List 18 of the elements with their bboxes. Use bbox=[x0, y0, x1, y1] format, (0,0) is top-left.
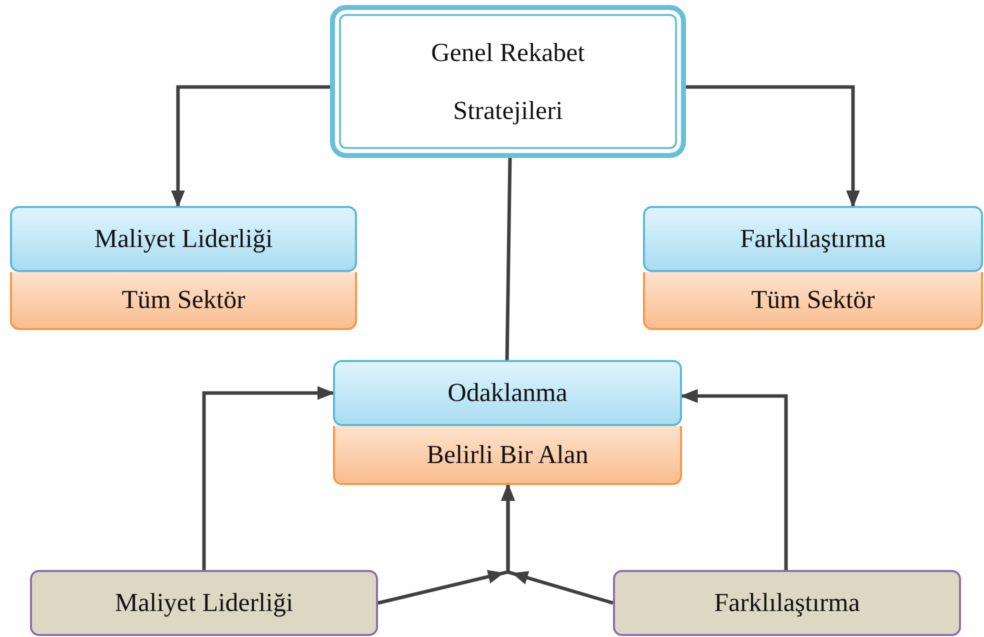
box-label: Farklılaştırma bbox=[714, 588, 860, 618]
box-label: Genel Rekabet Stratejileri bbox=[430, 36, 586, 126]
box-label: Tüm Sektör bbox=[751, 285, 875, 315]
source-box bbox=[613, 570, 961, 636]
scope-box bbox=[643, 272, 983, 330]
box-label: Farklılaştırma bbox=[740, 224, 886, 254]
box-label: Maliyet Liderliği bbox=[114, 588, 294, 618]
box-label: Odaklanma bbox=[448, 378, 568, 408]
strategy-box bbox=[330, 5, 686, 158]
strategy-box bbox=[333, 360, 682, 426]
box-label: Tüm Sektör bbox=[122, 285, 246, 315]
strategy-box bbox=[10, 206, 357, 272]
scope-box bbox=[333, 426, 682, 485]
box-label: Belirli Bir Alan bbox=[426, 440, 588, 470]
strategy-box bbox=[643, 206, 983, 272]
source-box bbox=[30, 570, 378, 636]
box-label: Maliyet Liderliği bbox=[94, 224, 273, 254]
scope-box bbox=[10, 272, 357, 330]
